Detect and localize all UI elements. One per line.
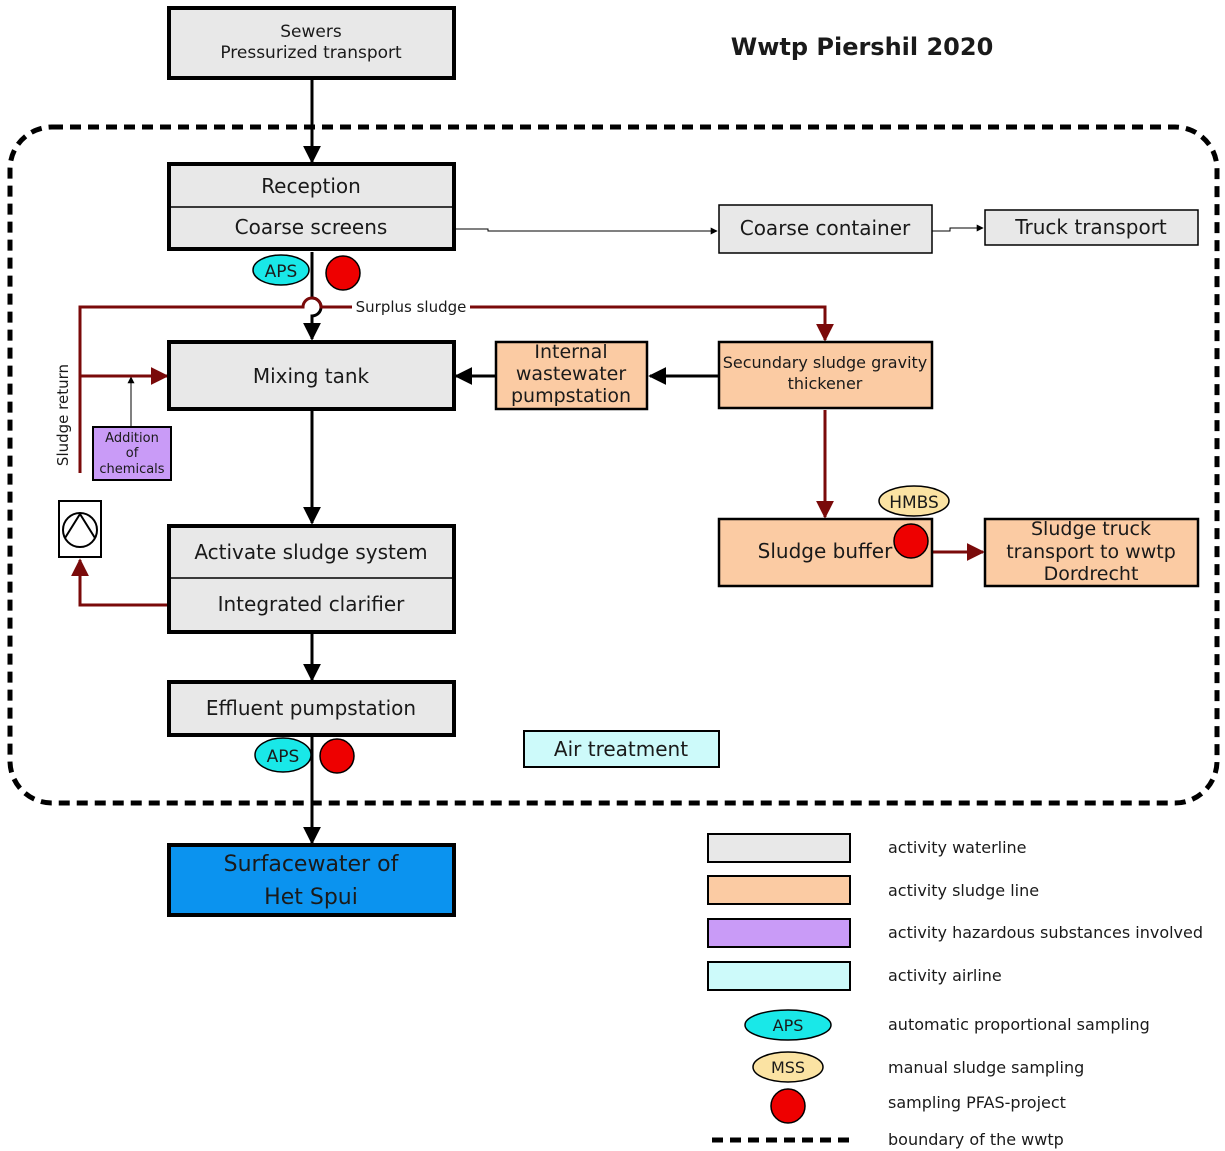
- legend-aps-text: automatic proportional sampling: [888, 1015, 1150, 1034]
- node-coarse-container: Coarse container: [718, 204, 933, 254]
- legend-swatch-airline: [707, 961, 851, 991]
- legend-boundary-text: boundary of the wwtp: [888, 1130, 1064, 1149]
- surplus-sludge-label-bg: [352, 297, 470, 317]
- sludge-truck-line2: transport to wwtp: [1006, 541, 1176, 563]
- pfas-marker-buffer: [893, 523, 929, 559]
- sludge-flows: [71, 296, 985, 607]
- sewers-label: Sewers: [280, 22, 342, 42]
- node-activated-sludge: Activate sludge system Integrated clarif…: [167, 524, 456, 634]
- hmbs-badge-label: HMBS: [889, 493, 939, 513]
- coarse-screens-label: Coarse screens: [235, 215, 388, 239]
- flow-screens-to-container: [455, 227, 718, 235]
- node-surfacewater: Surfacewater of Het Spui: [167, 843, 456, 917]
- internal-pumpstation-line1: Internal: [534, 341, 607, 363]
- aps-badge-effluent-label: APS: [267, 747, 300, 767]
- aps-badge-screens-label: APS: [265, 262, 298, 282]
- legend-swatch-hazardous: [707, 918, 851, 948]
- sludge-return-pump: [58, 500, 102, 558]
- coarse-container-label: Coarse container: [740, 216, 911, 240]
- legend: activity waterline activity sludge line …: [707, 833, 1203, 1149]
- sludge-buffer-label: Sludge buffer: [758, 539, 893, 563]
- node-secundary-thickener: Secundary sludge gravity thickener: [717, 340, 934, 410]
- legend-hazardous-text: activity hazardous substances involved: [888, 923, 1203, 942]
- pump-icon: [62, 512, 98, 548]
- surplus-sludge-label: Surplus sludge: [356, 298, 467, 316]
- diagram-title: Wwtp Piershil 2020: [731, 33, 994, 61]
- node-air-treatment: Air treatment: [523, 730, 720, 768]
- node-sludge-buffer: Sludge buffer: [717, 517, 934, 588]
- node-addition-chemicals: Addition of chemicals: [92, 426, 172, 481]
- activate-sludge-label: Activate sludge system: [194, 540, 427, 564]
- legend-aps-badge: [744, 1009, 832, 1041]
- legend-mss-badge: [752, 1051, 824, 1083]
- chemicals-line3: chemicals: [99, 462, 164, 477]
- sludge-truck-line1: Sludge truck: [1031, 518, 1151, 540]
- thickener-line1: Secundary sludge gravity: [723, 353, 928, 372]
- legend-aps-badge-label: APS: [773, 1016, 804, 1035]
- sampling-markers: APS APS HMBS: [252, 254, 950, 774]
- legend-swatch-waterline: [707, 833, 851, 863]
- aps-badge-screens: [252, 254, 310, 286]
- reception-label: Reception: [261, 174, 361, 198]
- legend-sludge-text: activity sludge line: [888, 881, 1039, 900]
- chemicals-line2: of: [126, 446, 139, 461]
- sewers-sublabel: Pressurized transport: [220, 43, 402, 63]
- node-truck-transport: Truck transport: [984, 209, 1199, 246]
- legend-pfas-text: sampling PFAS-project: [888, 1093, 1066, 1112]
- flow-container-to-truck: [932, 224, 984, 232]
- legend-swatch-sludge: [707, 875, 851, 905]
- surfacewater-sublabel: Het Spui: [264, 885, 358, 910]
- pfas-marker-effluent: [319, 738, 355, 774]
- flow-clarifier-to-pump: [71, 558, 168, 607]
- integrated-clarifier-label: Integrated clarifier: [218, 592, 406, 616]
- internal-pumpstation-line3: pumpstation: [511, 385, 631, 407]
- wwtp-boundary: [7, 124, 1220, 806]
- thickener-line2: thickener: [788, 374, 863, 393]
- legend-pfas-marker: [770, 1088, 806, 1124]
- flow-sludge-return-bypass: [78, 296, 834, 473]
- aps-badge-effluent: [254, 737, 312, 773]
- flow-screens-to-mixing: [303, 252, 323, 341]
- node-sewers: Sewers Pressurized transport: [167, 6, 456, 80]
- pfas-marker-screens: [325, 255, 361, 291]
- node-sludge-truck: Sludge truck transport to wwtp Dordrecht: [983, 517, 1200, 588]
- truck-transport-label: Truck transport: [1014, 215, 1167, 239]
- legend-waterline-text: activity waterline: [888, 838, 1027, 857]
- internal-pumpstation-line2: wastewater: [516, 363, 627, 385]
- mixing-tank-label: Mixing tank: [253, 364, 370, 388]
- legend-mss-badge-label: MSS: [771, 1058, 805, 1077]
- chemicals-line1: Addition: [105, 431, 159, 446]
- hmbs-badge: [878, 485, 950, 517]
- surfacewater-label: Surfacewater of: [224, 852, 400, 877]
- legend-airline-text: activity airline: [888, 966, 1002, 985]
- sludge-truck-line3: Dordrecht: [1044, 563, 1139, 585]
- effluent-pumpstation-label: Effluent pumpstation: [206, 696, 416, 720]
- legend-mss-text: manual sludge sampling: [888, 1058, 1084, 1077]
- node-internal-pumpstation: Internal wastewater pumpstation: [494, 340, 649, 411]
- node-effluent-pumpstation: Effluent pumpstation: [167, 680, 456, 737]
- node-mixing-tank: Mixing tank: [167, 340, 456, 411]
- node-reception-screens: Reception Coarse screens: [167, 162, 456, 251]
- air-treatment-label: Air treatment: [554, 737, 688, 761]
- sludge-return-label: Sludge return: [54, 364, 72, 466]
